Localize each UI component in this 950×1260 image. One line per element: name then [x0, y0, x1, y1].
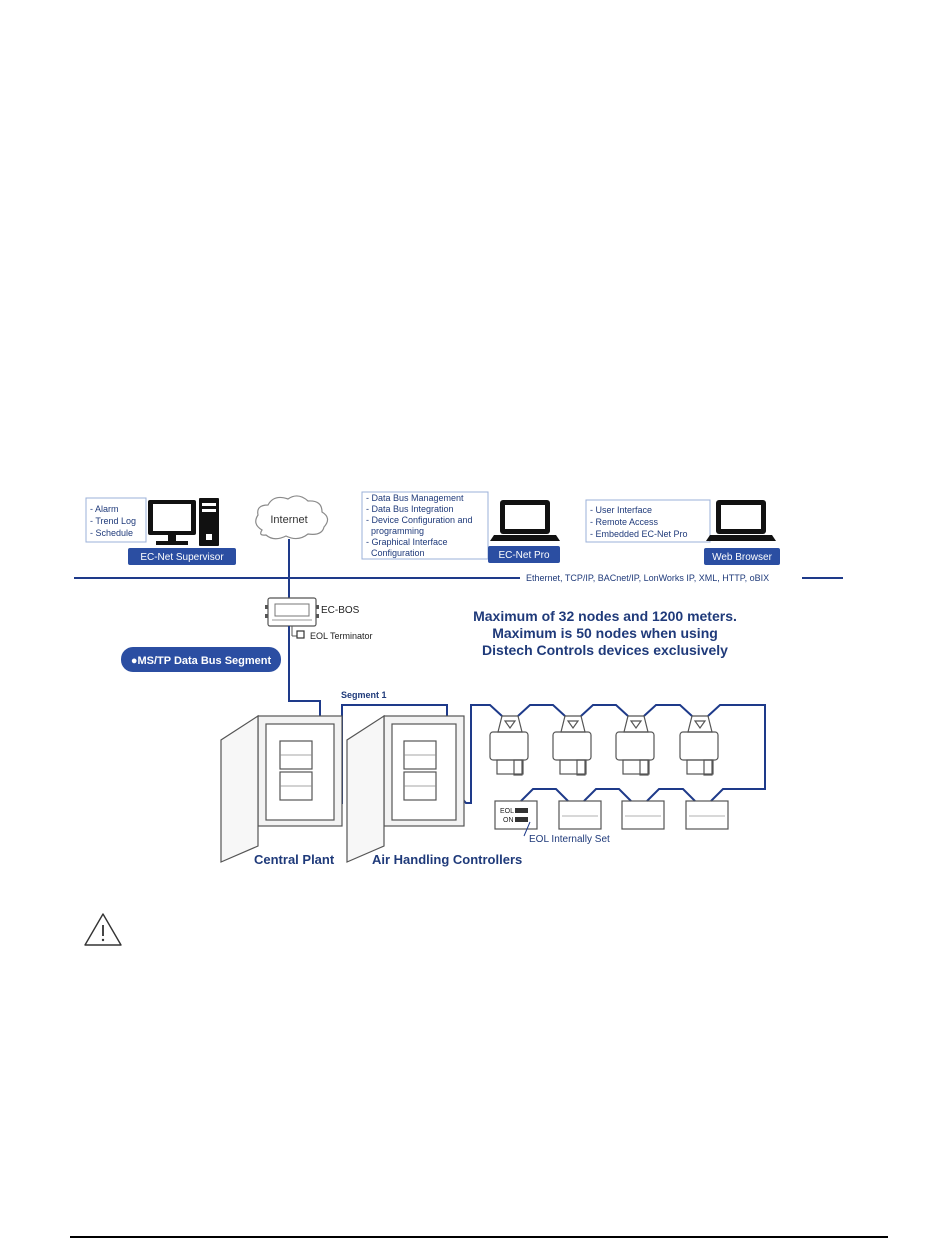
controller-icon — [685, 800, 729, 830]
note-line: Maximum is 50 nodes when using — [492, 625, 718, 641]
controller-icon — [552, 715, 592, 776]
footer-rule — [70, 1236, 888, 1238]
browser-group: - User Interface - Remote Access - Embed… — [585, 499, 780, 565]
eol-controller-icon — [494, 800, 538, 830]
eol-terminator-icon — [296, 630, 305, 639]
supervisor-label: EC-Net Supervisor — [140, 552, 224, 563]
supervisor-feature: - Alarm — [90, 504, 119, 514]
segment-label: Segment 1 — [341, 690, 387, 700]
segment-badge — [121, 647, 281, 672]
controller-icon — [615, 715, 655, 776]
internet-label: Internet — [270, 514, 307, 526]
laptop-icon — [490, 500, 560, 541]
segment-badge-label: ●MS/TP Data Bus Segment — [131, 655, 272, 667]
supervisor-feature-box — [85, 497, 147, 543]
pro-group: - Data Bus Management - Data Bus Integra… — [361, 491, 560, 563]
supervisor-feature: - Schedule — [90, 528, 133, 538]
pro-feature: - Data Bus Management — [366, 493, 464, 503]
browser-feature: - Remote Access — [590, 517, 659, 527]
note-line: Maximum of 32 nodes and 1200 meters. — [473, 608, 737, 624]
warning-icon — [84, 913, 122, 946]
eol-terminator-label: EOL Terminator — [310, 631, 373, 641]
desktop-computer-icon — [148, 498, 219, 546]
pro-feature: - Device Configuration and — [366, 515, 473, 525]
pro-feature-box — [361, 491, 489, 560]
central-plant-cabinet-icon — [220, 714, 343, 863]
ecbos-device-icon — [265, 597, 319, 627]
supervisor-feature: - Trend Log — [90, 516, 136, 526]
browser-label-badge — [704, 548, 780, 565]
pro-label: EC-Net Pro — [498, 550, 550, 561]
controller-icon — [489, 715, 529, 776]
supervisor-label-badge — [128, 548, 236, 565]
eol-internal-label: EOL Internally Set — [529, 834, 610, 845]
controller-icon — [679, 715, 719, 776]
browser-label: Web Browser — [712, 552, 773, 563]
air-handling-cabinet-icon — [346, 714, 465, 863]
network-protocols: Ethernet, TCP/IP, BACnet/IP, LonWorks IP… — [526, 573, 769, 583]
pro-label-badge — [488, 546, 560, 563]
pro-feature: programming — [366, 526, 424, 536]
pro-feature: Configuration — [366, 548, 425, 558]
air-handling-label: Air Handling Controllers — [372, 852, 522, 867]
pro-feature: - Data Bus Integration — [366, 504, 454, 514]
browser-feature: - User Interface — [590, 505, 652, 515]
eol-switch-label: ON — [503, 817, 514, 824]
central-plant-label: Central Plant — [254, 852, 335, 867]
controller-icon — [621, 800, 665, 830]
browser-feature-box — [585, 499, 711, 543]
note-line: Distech Controls devices exclusively — [482, 642, 728, 658]
supervisor-group: - Alarm - Trend Log - Schedule EC-Net Su… — [85, 497, 236, 565]
ecbos-label: EC-BOS — [321, 605, 360, 616]
internet-cloud-icon: Internet — [255, 495, 329, 540]
browser-feature: - Embedded EC-Net Pro — [590, 529, 688, 539]
controller-icon — [558, 800, 602, 830]
pro-feature: - Graphical Interface — [366, 537, 448, 547]
eol-switch-label: EOL — [500, 808, 514, 815]
laptop-icon — [706, 500, 776, 541]
